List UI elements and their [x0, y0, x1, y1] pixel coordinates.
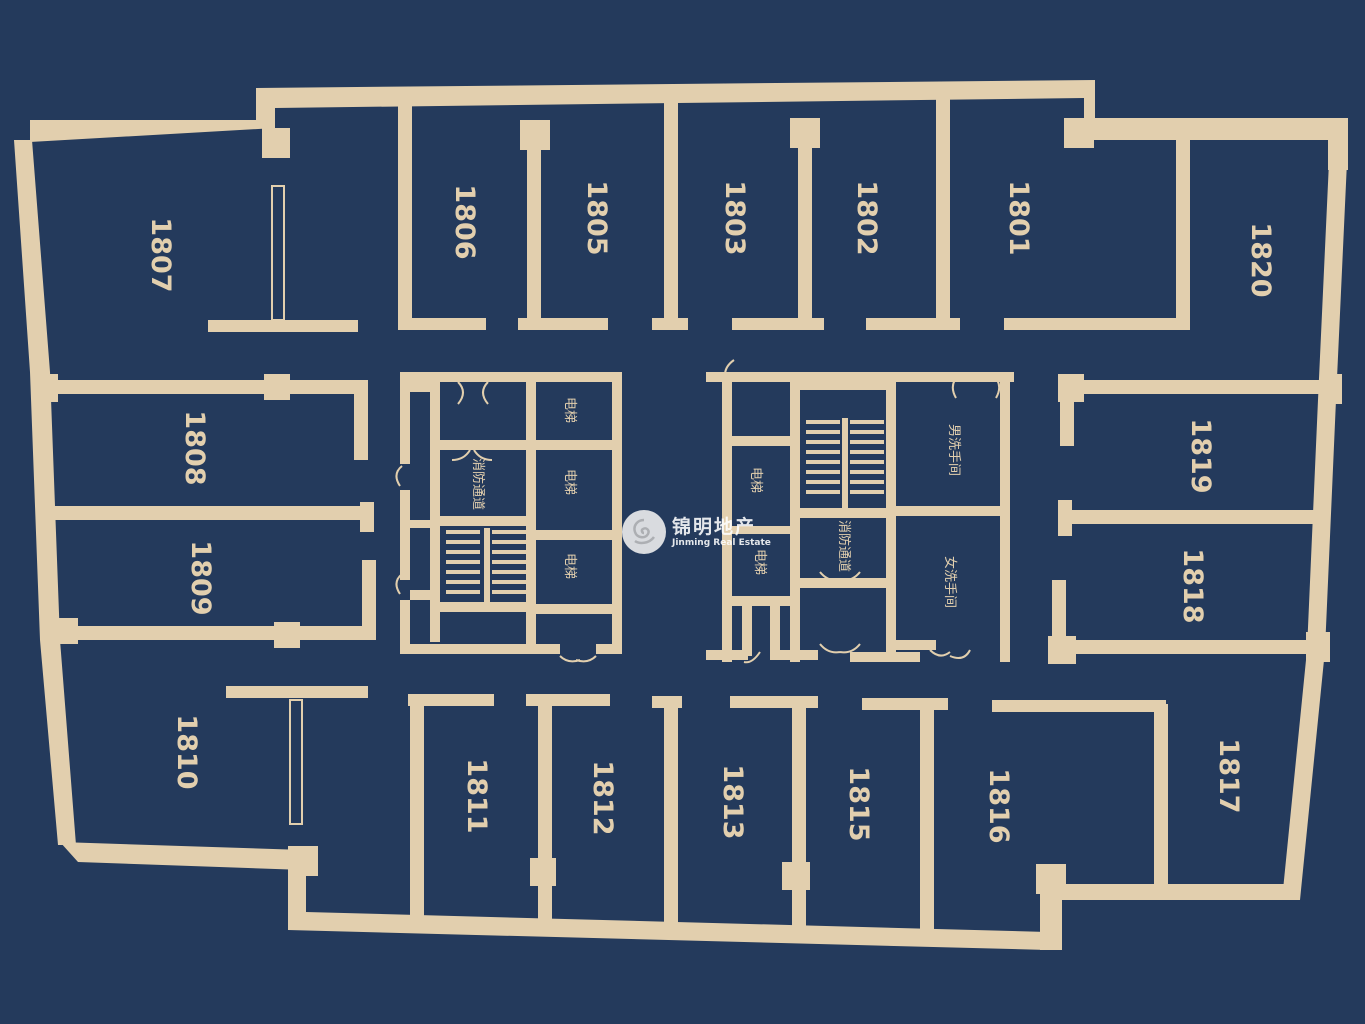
right-core — [706, 359, 1014, 664]
fire-passage-label-right: 消防通道 — [836, 520, 852, 572]
room-1815: 1815 — [843, 766, 874, 841]
room-1813: 1813 — [717, 764, 748, 839]
room-labels: 1807 1806 1805 1803 1802 1801 1820 1808 … — [145, 180, 1276, 843]
outer-walls — [14, 80, 1348, 950]
room-1806: 1806 — [449, 184, 480, 259]
facility-labels: 电梯 电梯 电梯 消防通道 电梯 电梯 消防通道 男洗手间 女洗手间 — [470, 397, 961, 608]
room-1817: 1817 — [1213, 738, 1244, 813]
room-1819: 1819 — [1185, 418, 1216, 493]
watermark-brand-en: Jinming Real Estate — [672, 537, 771, 548]
room-1801: 1801 — [1003, 180, 1034, 255]
room-1812: 1812 — [587, 760, 618, 835]
room-1808: 1808 — [179, 410, 210, 485]
room-1809: 1809 — [185, 540, 216, 615]
room-1820: 1820 — [1245, 222, 1276, 297]
elevator-label-2: 电梯 — [562, 469, 577, 495]
mens-restroom-label: 男洗手间 — [946, 424, 961, 476]
room-1810: 1810 — [171, 714, 202, 789]
room-1816: 1816 — [983, 768, 1014, 843]
left-core — [395, 372, 622, 663]
right-row-walls — [1052, 380, 1332, 654]
watermark-brand-cn: 锦明地产 — [672, 515, 757, 538]
elevator-label-3: 电梯 — [562, 553, 577, 579]
left-row-walls — [32, 380, 376, 698]
room-1802: 1802 — [851, 180, 882, 255]
structural-columns — [32, 118, 1348, 894]
elevator-label-1: 电梯 — [562, 397, 577, 423]
room-1818: 1818 — [1177, 548, 1208, 623]
room-1805: 1805 — [581, 180, 612, 255]
elevator-label-4: 电梯 — [748, 467, 763, 493]
room-1811: 1811 — [461, 758, 492, 833]
fire-passage-label-left: 消防通道 — [470, 458, 486, 510]
watermark: 锦明地产 Jinming Real Estate — [622, 510, 771, 554]
womens-restroom-label: 女洗手间 — [942, 556, 958, 608]
window-frame-1807 — [271, 185, 285, 321]
room-1807: 1807 — [145, 217, 176, 292]
elevator-label-5: 电梯 — [752, 549, 767, 575]
top-row-walls — [208, 98, 1190, 332]
window-frame-1810 — [289, 699, 303, 825]
room-1803: 1803 — [719, 180, 750, 255]
bottom-row-walls — [408, 694, 1168, 930]
swirl-logo-icon — [622, 510, 666, 554]
